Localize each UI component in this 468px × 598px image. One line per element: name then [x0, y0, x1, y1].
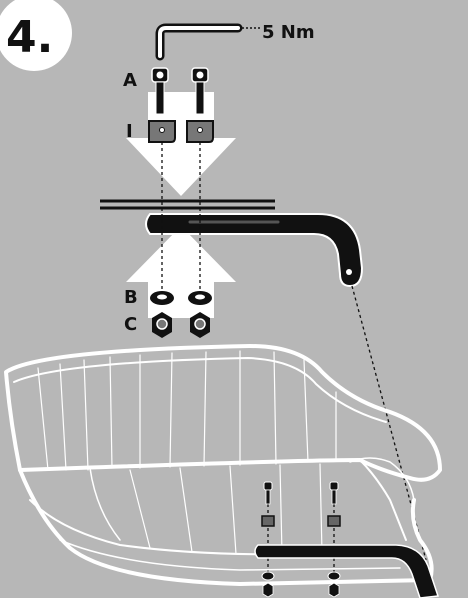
label-nut: C [124, 314, 137, 335]
step-badge: 4. [0, 0, 72, 71]
basket-hardware [262, 482, 340, 597]
bracket-under-basket [255, 545, 438, 598]
assembly-arrows [126, 92, 236, 318]
torque-label: 5 Nm [262, 22, 315, 43]
label-clamp-block: I [126, 121, 133, 142]
hex-key-icon [160, 28, 260, 56]
label-washer: B [124, 287, 138, 308]
label-bolt: A [123, 70, 137, 91]
step-number: 4. [6, 12, 53, 63]
handlebar [100, 201, 275, 208]
